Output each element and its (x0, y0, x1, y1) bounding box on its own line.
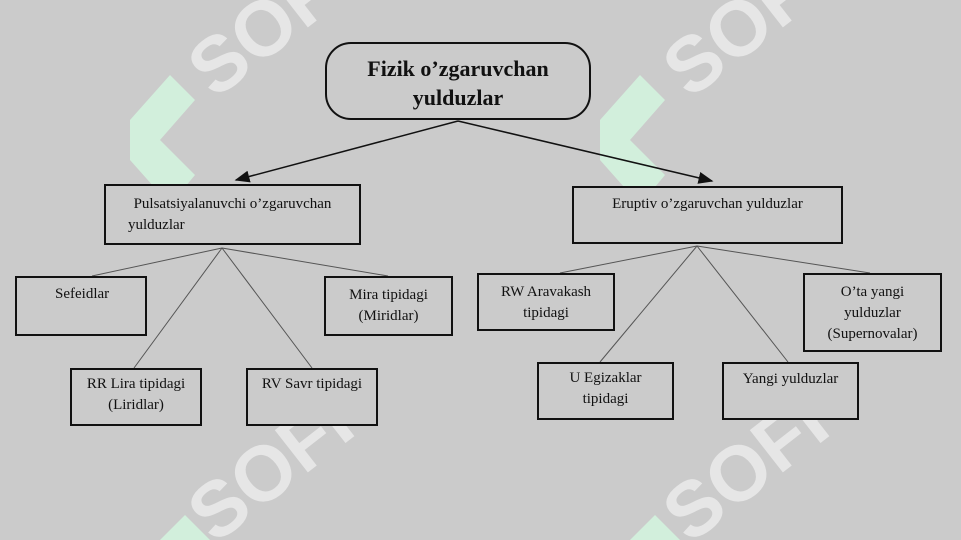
root-node: Fizik o’zgaruvchan yulduzlar (325, 42, 591, 120)
rw-aurigae-label-line: RW Aravakash (500, 284, 592, 300)
novae-node: Yangi yulduzlar (722, 362, 859, 420)
arrow-root-to-pulsating (234, 120, 459, 183)
u-geminorum-label-line: tipidagi (582, 391, 629, 407)
rr-lyrae-label-line: (Liridlar) (108, 397, 164, 413)
u-geminorum-label-line: U Egizaklar (569, 370, 642, 386)
cepheids-node: Sefeidlar (15, 276, 147, 336)
rr-lyrae-node: RR Lira tipidagi (Liridlar) (70, 368, 202, 426)
cepheids-label: Sefeidlar (55, 286, 110, 302)
mira-label-line: (Miridlar) (358, 308, 419, 324)
mira-label-line: Mira tipidagi (349, 287, 428, 303)
u-geminorum-node: U Egizaklar tipidagi (537, 362, 674, 420)
rw-aurigae-label-line: tipidagi (523, 305, 569, 321)
link-pulsating-rvtauri (221, 247, 313, 369)
link-pulsating-cepheids (91, 247, 223, 277)
link-eruptive-ugem (599, 245, 698, 363)
novae-label: Yangi yulduzlar (742, 371, 839, 387)
eruptive-label-line: Eruptiv o’zgaruvchan yulduzlar (612, 196, 803, 212)
supernovae-label-line: (Supernovalar) (827, 326, 918, 342)
pulsating-label-line: yulduzlar (128, 217, 185, 233)
pulsating-node: Pulsatsiyalanuvchi o’zgaruvchan yulduzla… (104, 184, 361, 245)
eruptive-node: Eruptiv o’zgaruvchan yulduzlar (572, 186, 843, 244)
rr-lyrae-label-line: RR Lira tipidagi (86, 376, 186, 392)
rw-aurigae-node: RW Aravakash tipidagi (477, 273, 615, 331)
link-pulsating-rrlyrae (133, 247, 223, 369)
supernovae-node: O’ta yangi yulduzlar (Supernovalar) (803, 273, 942, 352)
link-eruptive-novae (696, 245, 789, 363)
mira-node: Mira tipidagi (Miridlar) (324, 276, 453, 336)
link-eruptive-supernovae (696, 245, 871, 274)
rv-tauri-node: RV Savr tipidagi (246, 368, 378, 426)
supernovae-label-line: O’ta yangi (840, 284, 905, 300)
supernovae-label-line: yulduzlar (844, 305, 901, 321)
link-pulsating-mira (221, 247, 389, 277)
root-label-line: Fizik o’zgaruvchan (367, 56, 549, 81)
rv-tauri-label: RV Savr tipidagi (261, 376, 363, 392)
watermark-logo-icon (130, 75, 680, 540)
pulsating-label-line: Pulsatsiyalanuvchi o’zgaruvchan (133, 196, 332, 212)
root-label-line: yulduzlar (412, 85, 504, 110)
arrow-root-to-eruptive (457, 120, 714, 184)
link-eruptive-rwaur (559, 245, 698, 274)
